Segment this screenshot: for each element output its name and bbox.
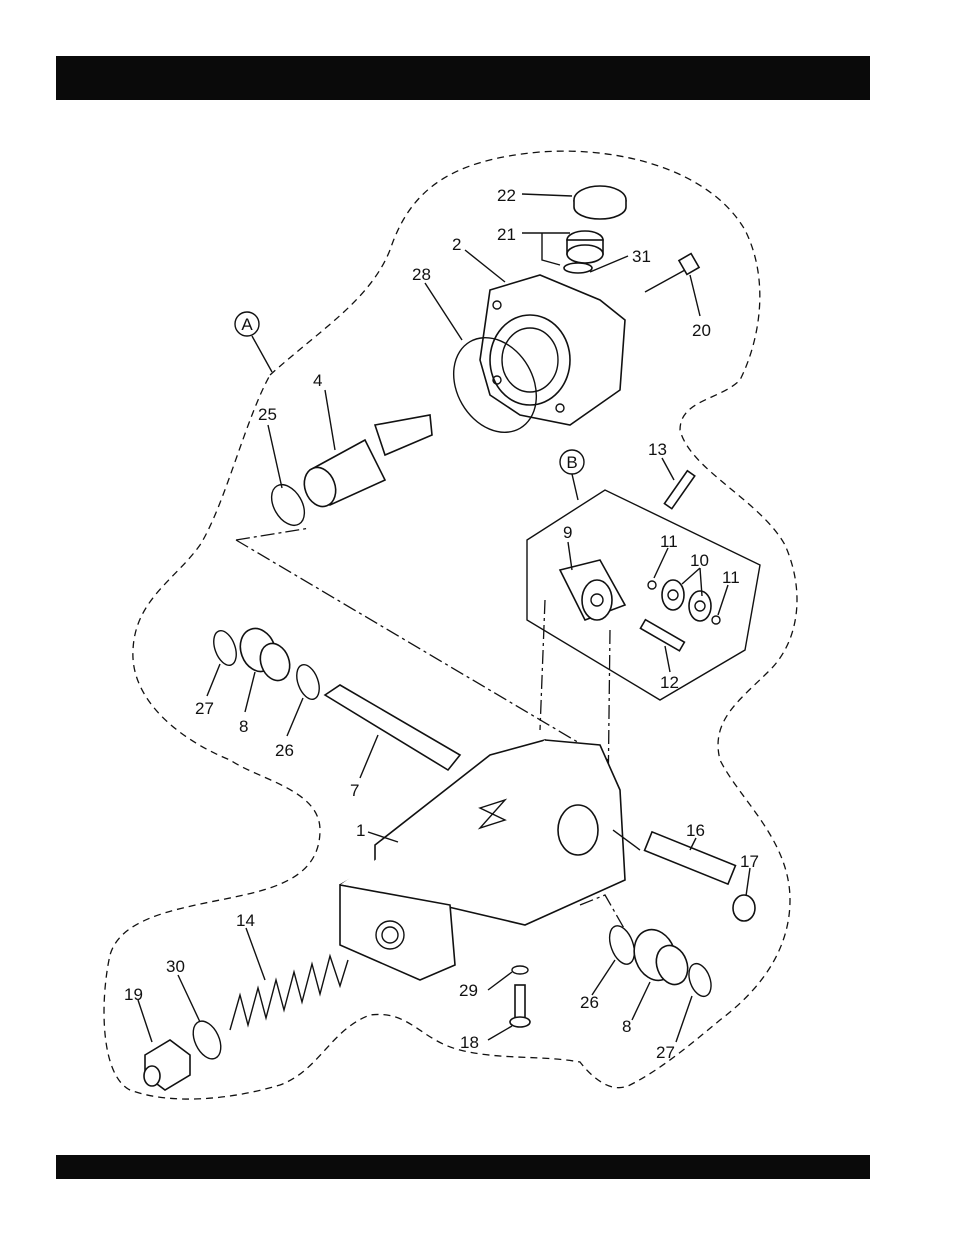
callout-19: 19 bbox=[124, 985, 143, 1004]
callout-20: 20 bbox=[692, 321, 711, 340]
callout-29: 29 bbox=[459, 981, 478, 1000]
callout-31: 31 bbox=[632, 247, 651, 266]
part-8-plug-left bbox=[235, 624, 295, 685]
callout-8-left: 8 bbox=[239, 717, 248, 736]
part-7-shaft bbox=[325, 685, 460, 770]
callout-1: 1 bbox=[356, 821, 365, 840]
part-30-o-ring bbox=[188, 1017, 227, 1063]
callout-4: 4 bbox=[313, 371, 322, 390]
callout-22: 22 bbox=[497, 186, 516, 205]
part-13-pin bbox=[664, 471, 694, 509]
centerline-c bbox=[580, 895, 625, 930]
callout-27-left: 27 bbox=[195, 699, 214, 718]
part-1-body bbox=[340, 740, 625, 980]
part-10-bearings bbox=[648, 580, 720, 624]
callout-13: 13 bbox=[648, 440, 667, 459]
part-18-bolt bbox=[510, 985, 530, 1027]
part-21-plug bbox=[564, 231, 603, 273]
callout-25: 25 bbox=[258, 405, 277, 424]
callout-7: 7 bbox=[350, 781, 359, 800]
callout-26-right: 26 bbox=[580, 993, 599, 1012]
callout-12: 12 bbox=[660, 673, 679, 692]
callout-28: 28 bbox=[412, 265, 431, 284]
callout-27-right: 27 bbox=[656, 1043, 675, 1062]
part-4-spool bbox=[299, 415, 432, 511]
group-label-a: A bbox=[235, 312, 272, 372]
part-14-spring bbox=[230, 956, 348, 1030]
part-27-o-ring-left bbox=[209, 628, 240, 669]
callout-16: 16 bbox=[686, 821, 705, 840]
callout-21: 21 bbox=[497, 225, 516, 244]
part-26-o-ring-left bbox=[292, 662, 323, 703]
callout-11-top: 11 bbox=[660, 532, 678, 551]
part-2-housing bbox=[480, 275, 625, 425]
callout-14: 14 bbox=[236, 911, 255, 930]
part-17-cap bbox=[733, 895, 755, 921]
part-12-pin bbox=[640, 620, 684, 651]
callout-18: 18 bbox=[460, 1033, 479, 1052]
svg-text:B: B bbox=[566, 453, 577, 472]
callout-30: 30 bbox=[166, 957, 185, 976]
part-22-cap bbox=[574, 186, 626, 219]
part-29-o-ring bbox=[512, 966, 528, 974]
part-19-fitting bbox=[144, 1040, 190, 1090]
callout-17: 17 bbox=[740, 852, 759, 871]
part-27-o-ring-right bbox=[685, 961, 715, 1000]
callout-8-right: 8 bbox=[622, 1017, 631, 1036]
callout-10: 10 bbox=[690, 551, 709, 570]
callout-26-left: 26 bbox=[275, 741, 294, 760]
callout-11-right: 11 bbox=[722, 568, 740, 587]
callout-2: 2 bbox=[452, 235, 461, 254]
svg-text:A: A bbox=[241, 315, 253, 334]
group-label-b: B bbox=[560, 450, 584, 500]
part-20-screw bbox=[645, 254, 699, 292]
part-9-clevis bbox=[560, 560, 625, 620]
callout-9: 9 bbox=[563, 523, 572, 542]
part-8-plug-right bbox=[627, 924, 693, 989]
